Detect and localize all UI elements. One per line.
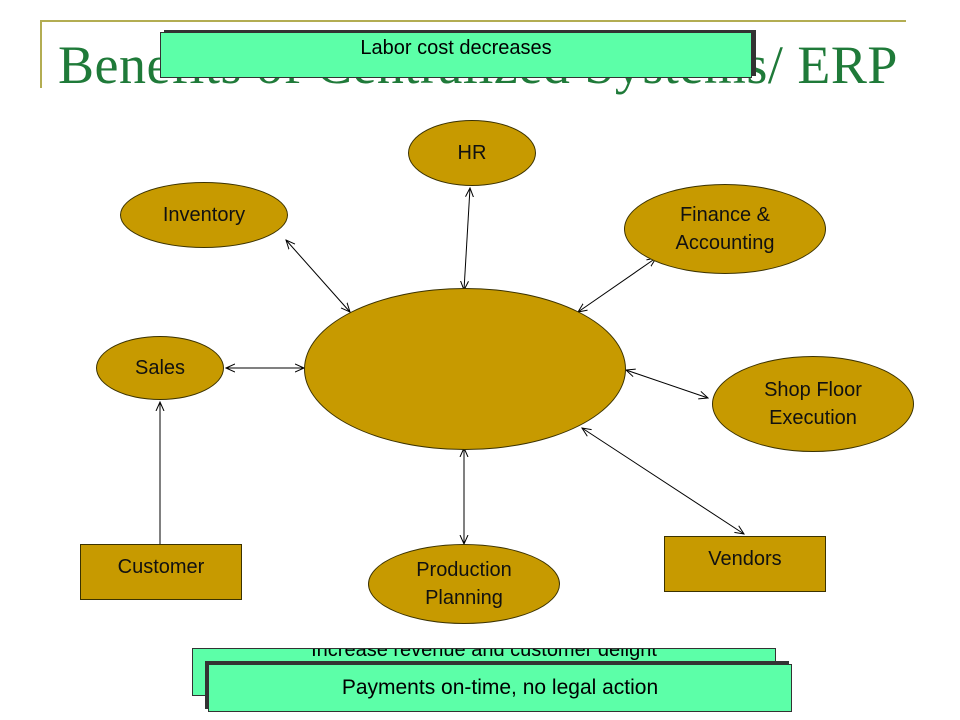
node-inventory-label: Inventory (162, 204, 246, 226)
node-sales: Sales (96, 336, 224, 400)
callout-labor-cost: Labor cost decreases (160, 32, 752, 78)
callout-payments-on-time: Payments on-time, no legal action (208, 664, 792, 712)
node-sales-label: Sales (134, 357, 186, 379)
node-finance-accounting: Finance & Accounting (624, 184, 826, 274)
node-hr: HR (408, 120, 536, 186)
node-shop-line1: Shop Floor (764, 379, 862, 401)
node-center (304, 288, 626, 450)
slide-frame-left-rule (40, 20, 42, 88)
node-hr-label: HR (457, 142, 487, 164)
callout-labor-cost-text: Labor cost decreases (360, 37, 552, 59)
arrow-finance-center (578, 258, 656, 312)
slide-frame-top-rule (40, 20, 906, 22)
node-customer-label: Customer (117, 556, 205, 578)
arrow-hr-center (464, 188, 470, 290)
node-vendors-label: Vendors (708, 548, 782, 570)
arrow-shopfloor-center (626, 370, 708, 398)
node-finance-line1: Finance & (679, 204, 771, 226)
arrow-vendors-center (582, 428, 744, 534)
arrow-inventory-center (286, 240, 350, 312)
node-inventory: Inventory (120, 182, 288, 248)
node-customer: Customer (80, 544, 242, 600)
callout-payments-on-time-text: Payments on-time, no legal action (341, 676, 659, 699)
callout-increase-revenue-text: Increase revenue and customer delight (311, 648, 657, 661)
node-shop-line2: Execution (769, 407, 857, 429)
node-production-line1: Production (416, 559, 512, 581)
node-vendors: Vendors (664, 536, 826, 592)
node-finance-line2: Accounting (675, 232, 775, 254)
node-production-line2: Planning (425, 587, 503, 609)
node-shop-floor: Shop Floor Execution (712, 356, 914, 452)
node-production-planning: Production Planning (368, 544, 560, 624)
